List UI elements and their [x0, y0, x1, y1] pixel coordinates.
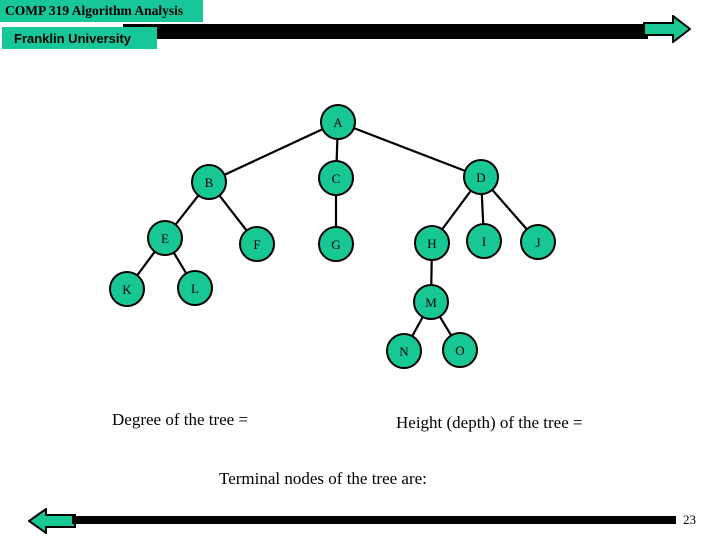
- course-title-text: COMP 319 Algorithm Analysis: [5, 3, 184, 18]
- header-rule-top: [123, 24, 648, 33]
- tree-node-h[interactable]: H: [414, 225, 450, 261]
- tree-edge-d-h: [440, 189, 473, 231]
- tree-node-l[interactable]: L: [177, 270, 213, 306]
- height-question: Height (depth) of the tree =: [396, 413, 583, 432]
- tree-edge-e-k: [135, 250, 157, 277]
- tree-node-label: C: [331, 170, 341, 186]
- tree-diagram: [135, 126, 529, 338]
- degree-question: Degree of the tree =: [112, 410, 249, 429]
- tree-node-label: E: [161, 230, 169, 246]
- tree-edge-a-b: [223, 127, 324, 177]
- arrow-left-icon: [28, 508, 76, 534]
- university-text: Franklin University: [14, 30, 132, 46]
- tree-node-j[interactable]: J: [520, 224, 556, 260]
- tree-edge-m-n: [410, 315, 425, 338]
- page-number: 23: [683, 512, 696, 527]
- tree-node-o[interactable]: O: [442, 332, 478, 368]
- tree-node-f[interactable]: F: [239, 226, 275, 262]
- tree-edge-a-d: [352, 126, 467, 173]
- footer-rule: [72, 516, 676, 524]
- tree-edge-e-l: [172, 251, 188, 275]
- tree-node-m[interactable]: M: [413, 284, 449, 320]
- tree-node-label: I: [481, 233, 487, 249]
- tree-edge-d-i: [480, 192, 485, 226]
- header-rule-bottom: [157, 33, 648, 39]
- tree-node-label: N: [399, 343, 409, 359]
- tree-node-g[interactable]: G: [318, 226, 354, 262]
- tree-node-i[interactable]: I: [466, 223, 502, 259]
- tree-node-label: F: [253, 236, 261, 252]
- tree-edge-group: [135, 126, 529, 338]
- tree-node-b[interactable]: B: [191, 164, 227, 200]
- tree-node-label: L: [191, 280, 199, 296]
- tree-node-label: A: [333, 114, 343, 130]
- tree-node-label: H: [427, 235, 437, 251]
- university-banner: Franklin University: [2, 27, 157, 49]
- tree-node-n[interactable]: N: [386, 333, 422, 369]
- tree-edge-m-o: [438, 315, 453, 337]
- tree-node-label: M: [425, 294, 437, 310]
- tree-node-label: O: [455, 342, 465, 358]
- tree-edge-d-j: [490, 188, 529, 231]
- tree-edge-a-c: [335, 137, 339, 163]
- tree-node-label: J: [535, 234, 541, 250]
- tree-node-c[interactable]: C: [318, 160, 354, 196]
- tree-node-group: A B C D E F G H I J K L M N O: [0, 60, 720, 390]
- tree-edge-b-e: [174, 193, 200, 227]
- tree-node-label: D: [476, 169, 486, 185]
- arrow-right-icon: [643, 15, 691, 43]
- terminal-nodes-question: Terminal nodes of the tree are:: [219, 469, 427, 488]
- tree-node-e[interactable]: E: [147, 220, 183, 256]
- tree-node-label: G: [331, 236, 341, 252]
- tree-edge-b-f: [217, 193, 249, 233]
- tree-node-a[interactable]: A: [320, 104, 356, 140]
- course-title-banner: COMP 319 Algorithm Analysis: [0, 0, 203, 22]
- tree-node-d[interactable]: D: [463, 159, 499, 195]
- tree-node-k[interactable]: K: [109, 271, 145, 307]
- tree-node-label: K: [122, 281, 132, 297]
- tree-node-label: B: [204, 174, 214, 190]
